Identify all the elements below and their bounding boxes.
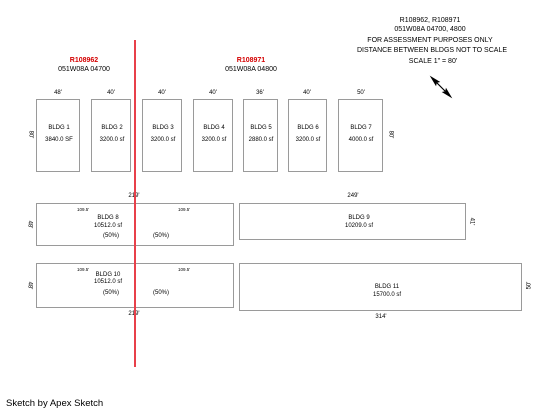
footer-credit: Sketch by Apex Sketch (6, 398, 104, 409)
header-distance-note: DISTANCE BETWEEN BLDGS NOT TO SCALE (356, 47, 508, 54)
building-area: 3200.0 sf (201, 137, 227, 143)
building-area: 3200.0 sf (150, 137, 176, 143)
parcel-id-right: R108971 (236, 57, 266, 64)
building-name: BLDG 2 (101, 125, 123, 131)
building-7-width: 50' (357, 90, 365, 96)
parcel-id-left: R108962 (69, 57, 99, 64)
building-6-width: 40' (303, 90, 311, 96)
building-area: 2880.0 sf (248, 137, 274, 143)
building-1-width: 48' (54, 90, 62, 96)
building-6: BLDG 6 3200.0 sf (288, 99, 327, 172)
building-area: 15700.0 sf (372, 292, 402, 298)
parcel-map-left: 051W08A 04700 (58, 66, 110, 73)
building-name: BLDG 11 (374, 284, 400, 290)
building-2: BLDG 2 3200.0 sf (91, 99, 131, 172)
building-8-half-right: 109.5' (178, 207, 191, 212)
building-name: BLDG 10 (95, 272, 121, 278)
building-7: BLDG 7 4000.0 sf (338, 99, 383, 172)
building-area: 10512.0 sf (93, 223, 123, 229)
parcel-map-right: 051W08A 04800 (225, 66, 277, 73)
building-11-width: 314' (375, 314, 387, 320)
building-name: BLDG 7 (350, 125, 372, 131)
building-name: BLDG 5 (250, 125, 272, 131)
building-10-half-right: 109.5' (178, 267, 191, 272)
building-area: 4000.0 sf (348, 137, 374, 143)
building-8-share-right: (50%) (152, 233, 170, 239)
building-9-width: 249' (347, 193, 359, 199)
parcel-boundary-line (134, 40, 136, 367)
building-5-width: 36' (256, 90, 264, 96)
building-name: BLDG 3 (152, 125, 174, 131)
building-8-depth: 48' (26, 220, 33, 229)
building-name: BLDG 1 (48, 125, 70, 131)
building-4-width: 40' (209, 90, 217, 96)
building-5: BLDG 5 2880.0 sf (243, 99, 278, 172)
building-10-depth: 48' (26, 281, 33, 290)
building-1: BLDG 1 3840.0 SF (36, 99, 80, 172)
building-7-depth: 80' (387, 130, 394, 139)
building-9-depth: 41' (468, 217, 475, 226)
header-scale: SCALE 1" = 80' (408, 58, 458, 65)
building-area: 3840.0 SF (45, 137, 73, 143)
building-area: 3200.0 sf (295, 137, 321, 143)
building-10-share-right: (50%) (152, 290, 170, 296)
building-name: BLDG 9 (348, 215, 370, 221)
building-3: BLDG 3 3200.0 sf (142, 99, 182, 172)
building-10-half-left: 109.5' (77, 267, 90, 272)
building-name: BLDG 8 (97, 215, 119, 221)
building-11-depth: 50' (526, 281, 533, 290)
building-area: 10209.0 sf (344, 223, 374, 229)
building-area: 10512.0 sf (93, 279, 123, 285)
building-11: BLDG 11 15700.0 sf (239, 263, 522, 311)
building-name: BLDG 4 (203, 125, 225, 131)
building-9: BLDG 9 10209.0 sf (239, 203, 466, 240)
building-1-depth: 80' (27, 130, 34, 139)
building-10-share-left: (50%) (102, 290, 120, 296)
building-2-width: 40' (107, 90, 115, 96)
header-map-numbers: 051W08A 04700, 4800 (394, 26, 466, 33)
building-area: 3200.0 sf (99, 137, 125, 143)
header-note: FOR ASSESSMENT PURPOSES ONLY (367, 37, 493, 44)
building-name: BLDG 6 (297, 125, 319, 131)
building-8-half-left: 109.5' (77, 207, 90, 212)
header-parcels: R108962, R108971 (399, 17, 461, 24)
building-8-share-left: (50%) (102, 233, 120, 239)
building-3-width: 40' (158, 90, 166, 96)
building-4: BLDG 4 3200.0 sf (193, 99, 233, 172)
